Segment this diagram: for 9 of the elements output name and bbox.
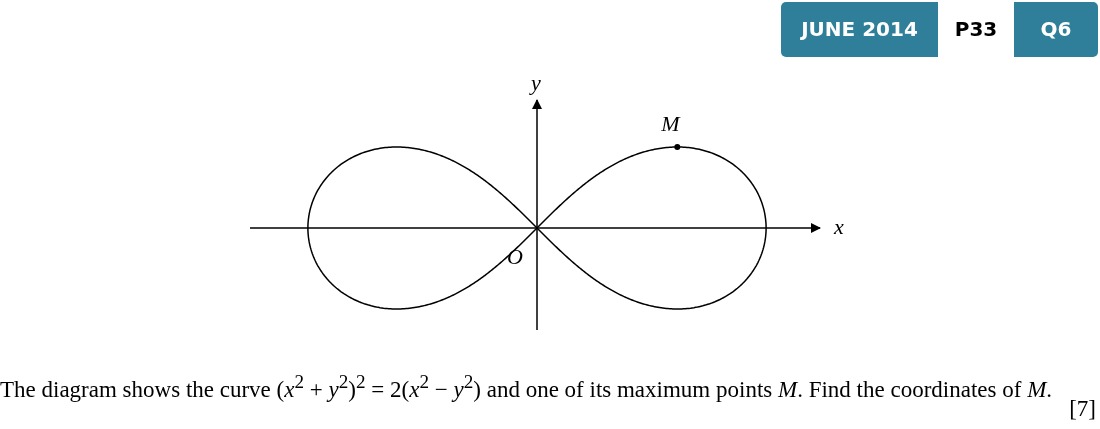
axis-label: x <box>834 214 844 240</box>
marks-label: [7] <box>1069 395 1096 422</box>
date-tag: JUNE 2014 <box>781 2 938 57</box>
question-number-tag: Q6 <box>1014 2 1098 57</box>
question-text: The diagram shows the curve (x$^{2}$ + y$^{2}$)$^{2}$ = 2(x$^{2}$ − y$^{2}$) and one of its maximum points M. Find the coordinates of M. <box>0 370 1054 403</box>
paper-code-tag: P33 <box>938 2 1014 57</box>
origin-label: O <box>507 244 523 270</box>
axis-label: y <box>531 70 541 96</box>
point-label: M <box>661 111 680 137</box>
